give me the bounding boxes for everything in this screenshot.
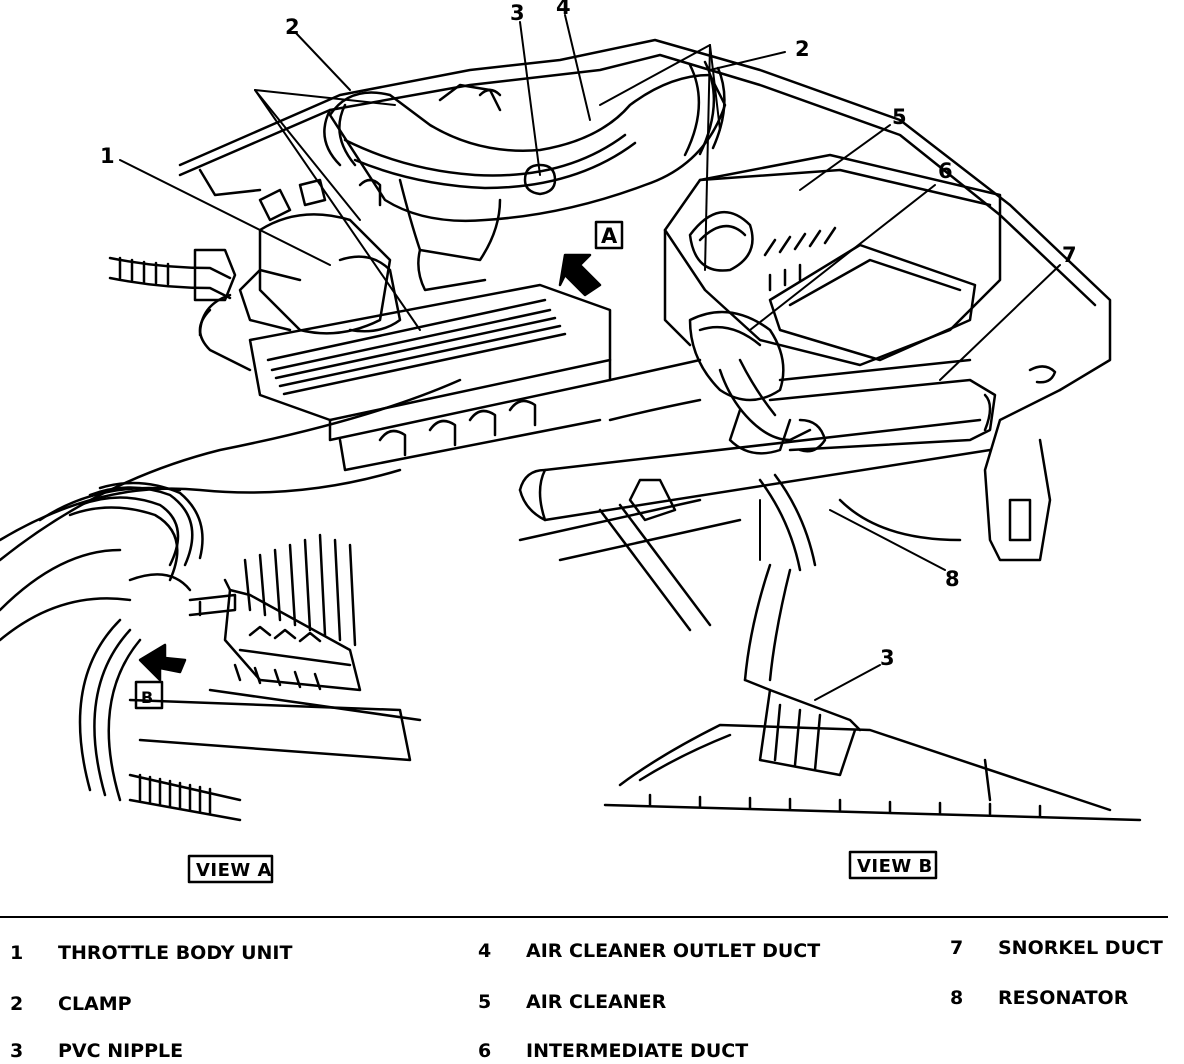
view-a-inset: B bbox=[0, 378, 462, 822]
view-a-label: VIEW A bbox=[187, 854, 274, 884]
legend-num-4: 4 bbox=[478, 940, 492, 962]
callout-1: 1 bbox=[100, 144, 115, 168]
legend-label-4: AIR CLEANER OUTLET DUCT bbox=[526, 940, 821, 962]
callout-4: 4 bbox=[556, 0, 571, 19]
callout-8: 8 bbox=[945, 567, 960, 591]
legend-label-5: AIR CLEANER bbox=[526, 991, 667, 1013]
callout-2-right: 2 bbox=[795, 37, 810, 61]
callout-5: 5 bbox=[892, 105, 907, 129]
legend-num-1: 1 bbox=[10, 942, 24, 964]
legend-num-8: 8 bbox=[950, 987, 964, 1009]
callout-numbers: 1 2 3 4 2 5 6 7 8 3 bbox=[100, 0, 1077, 670]
callout-2-left: 2 bbox=[285, 15, 300, 39]
legend-num-5: 5 bbox=[478, 991, 492, 1013]
legend-num-7: 7 bbox=[950, 937, 964, 959]
legend-label-8: RESONATOR bbox=[998, 987, 1129, 1009]
legend-label-3: PVC NIPPLE bbox=[58, 1040, 184, 1062]
svg-text:VIEW B: VIEW B bbox=[857, 856, 933, 877]
legend-num-6: 6 bbox=[478, 1040, 492, 1062]
view-b-inset bbox=[603, 563, 1142, 822]
legend-label-6: INTERMEDIATE DUCT bbox=[526, 1040, 749, 1062]
svg-text:VIEW A: VIEW A bbox=[196, 860, 272, 881]
legend-num-3: 3 bbox=[10, 1040, 24, 1062]
legend-num-2: 2 bbox=[10, 993, 24, 1015]
view-b-marker-letter: B bbox=[141, 688, 153, 707]
legend-divider bbox=[0, 916, 1168, 918]
view-b-label: VIEW B bbox=[848, 850, 938, 880]
callout-7: 7 bbox=[1062, 243, 1077, 267]
legend-label-2: CLAMP bbox=[58, 993, 132, 1015]
view-a-marker-letter: A bbox=[601, 224, 618, 248]
callout-6-main: 6 bbox=[938, 159, 953, 183]
legend-label-1: THROTTLE BODY UNIT bbox=[58, 942, 293, 964]
callout-3-view-b: 3 bbox=[880, 646, 895, 670]
main-engine-view: A bbox=[108, 14, 1112, 632]
callout-3-main: 3 bbox=[510, 1, 525, 25]
legend-label-7: SNORKEL DUCT bbox=[998, 937, 1163, 959]
